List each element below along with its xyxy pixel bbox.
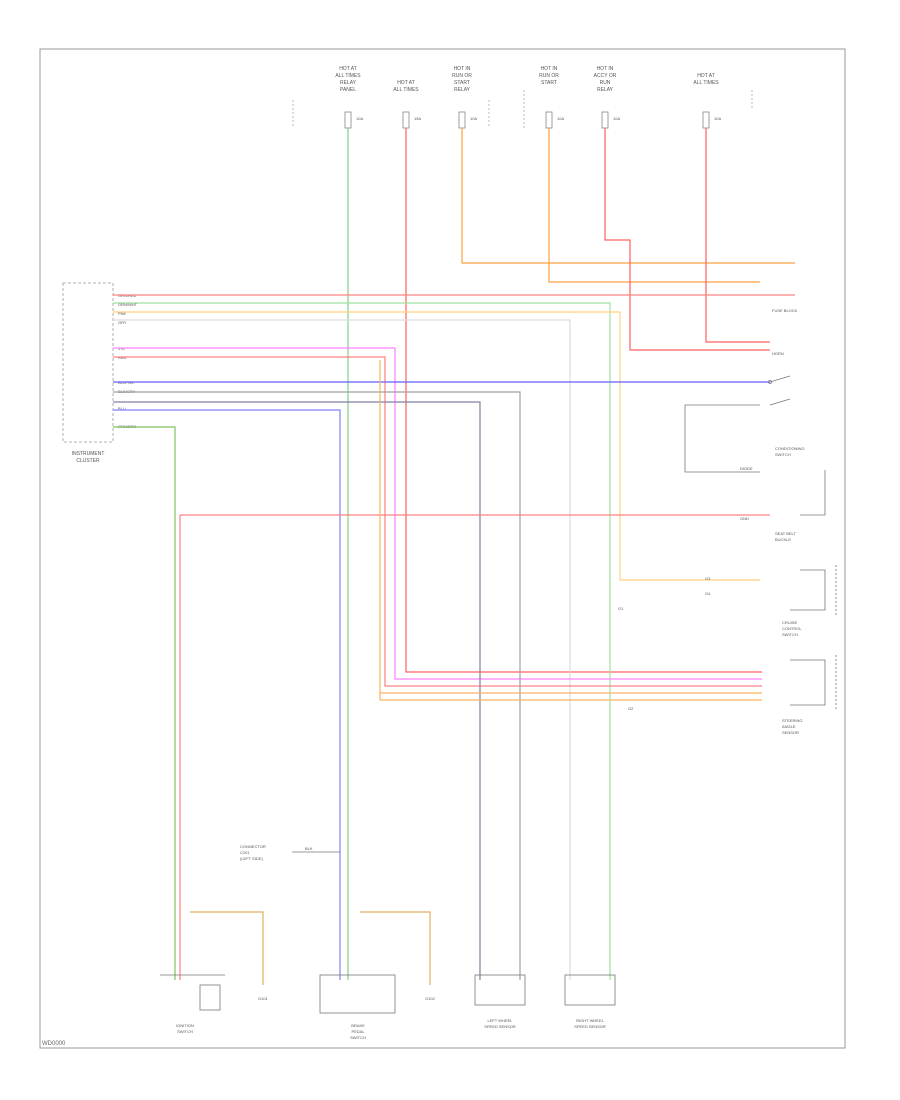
svg-text:RELAY: RELAY	[454, 87, 471, 93]
svg-text:GRY: GRY	[118, 320, 127, 325]
svg-text:G4: G4	[705, 591, 711, 596]
svg-text:BRAKE: BRAKE	[351, 1023, 365, 1028]
svg-text:SWITCH: SWITCH	[350, 1035, 366, 1040]
svg-text:ACCY OR: ACCY OR	[594, 73, 617, 79]
svg-text:BLK: BLK	[305, 846, 313, 851]
svg-text:ALL TIMES: ALL TIMES	[393, 87, 419, 93]
svg-text:(LEFT SIDE): (LEFT SIDE)	[240, 856, 263, 861]
svg-text:SEAT BELT: SEAT BELT	[775, 531, 796, 536]
svg-text:START: START	[541, 80, 557, 86]
diagram-frame	[39, 48, 846, 1049]
svg-text:PNK: PNK	[118, 311, 127, 316]
svg-text:G2: G2	[628, 706, 634, 711]
svg-text:CONDITIONING: CONDITIONING	[775, 446, 805, 451]
module-label-line2: CLUSTER	[76, 458, 100, 464]
svg-text:SPEED SENSOR: SPEED SENSOR	[484, 1024, 516, 1029]
svg-text:SPEED SENSOR: SPEED SENSOR	[574, 1024, 606, 1029]
svg-text:HOT IN: HOT IN	[541, 66, 558, 72]
svg-text:15A: 15A	[414, 116, 421, 121]
svg-text:CONNECTOR: CONNECTOR	[240, 844, 266, 849]
svg-text:LEFT WHEEL: LEFT WHEEL	[487, 1018, 513, 1023]
svg-text:G102: G102	[425, 996, 436, 1001]
svg-text:ANGLE: ANGLE	[782, 724, 796, 729]
svg-text:GRN/WHT: GRN/WHT	[118, 302, 138, 307]
svg-text:DIODE: DIODE	[740, 466, 753, 471]
svg-text:RUN: RUN	[600, 80, 611, 86]
svg-text:IGNITION: IGNITION	[176, 1023, 194, 1028]
svg-text:PANEL: PANEL	[340, 87, 356, 93]
svg-text:10A: 10A	[470, 116, 477, 121]
svg-text:CONTROL: CONTROL	[782, 626, 802, 631]
svg-text:CRUISE: CRUISE	[782, 620, 797, 625]
svg-text:PEDAL: PEDAL	[351, 1029, 365, 1034]
frame-code: WD0000	[42, 1041, 66, 1047]
top-fuse-5: HOT IN ACCY OR RUN RELAY 10A	[594, 66, 620, 129]
svg-text:RELAY: RELAY	[340, 80, 357, 86]
svg-text:BLU: BLU	[118, 406, 126, 411]
svg-text:FUSE BLOCK: FUSE BLOCK	[772, 308, 798, 313]
top-fuse-4: HOT IN RUN OR START 10A	[539, 66, 564, 129]
svg-text:10A: 10A	[557, 116, 564, 121]
svg-text:SENSOR: SENSOR	[782, 730, 799, 735]
svg-text:BUCKLE: BUCKLE	[775, 537, 791, 542]
top-fuse-3: HOT IN RUN OR START RELAY 10A	[452, 66, 477, 129]
top-fuse-6: HOT AT ALL TIMES 10A	[693, 73, 721, 129]
svg-text:GND: GND	[740, 516, 749, 521]
svg-text:G1: G1	[618, 606, 624, 611]
svg-text:G101: G101	[258, 996, 269, 1001]
instrument-cluster-module	[62, 282, 114, 443]
svg-text:RELAY: RELAY	[597, 87, 614, 93]
svg-text:RUN OR: RUN OR	[452, 73, 472, 79]
svg-text:RIGHT WHEEL: RIGHT WHEEL	[576, 1018, 604, 1023]
svg-text:SWITCH: SWITCH	[177, 1029, 193, 1034]
svg-text:HOT AT: HOT AT	[697, 73, 715, 79]
svg-text:SWITCH: SWITCH	[775, 452, 791, 457]
svg-text:10A: 10A	[613, 116, 620, 121]
top-fuse-1: HOT AT ALL TIMES RELAY PANEL 10A	[335, 66, 363, 129]
wires-module	[113, 294, 795, 980]
right-components	[684, 375, 837, 710]
svg-text:HOT IN: HOT IN	[454, 66, 471, 72]
svg-text:HOT IN: HOT IN	[597, 66, 614, 72]
svg-text:C201: C201	[240, 850, 250, 855]
svg-text:ALL TIMES: ALL TIMES	[693, 80, 719, 86]
svg-text:HOT AT: HOT AT	[397, 80, 415, 86]
bottom-labels: IGNITION SWITCH G101 BRAKE PEDAL SWITCH …	[176, 996, 606, 1040]
svg-text:10A: 10A	[356, 116, 363, 121]
svg-text:HOT AT: HOT AT	[339, 66, 357, 72]
module-pin-labels: GRN/RED GRN/WHT PNK GRY VIO RED BLU/YEL …	[118, 293, 138, 429]
svg-text:RUN OR: RUN OR	[539, 73, 559, 79]
svg-text:SWITCH: SWITCH	[782, 632, 798, 637]
svg-text:START: START	[454, 80, 470, 86]
svg-text:HORN: HORN	[772, 351, 784, 356]
svg-text:10A: 10A	[714, 116, 721, 121]
svg-text:STEERING: STEERING	[782, 718, 802, 723]
module-label-line1: INSTRUMENT	[72, 451, 105, 457]
right-labels: FUSE BLOCK HORN CONDITIONING SWITCH SEAT…	[618, 308, 805, 735]
wires-top	[347, 128, 795, 980]
middle-note: CONNECTOR C201 (LEFT SIDE) BLK	[240, 844, 340, 861]
top-fuse-2: HOT AT ALL TIMES 15A	[393, 80, 421, 129]
svg-text:G3: G3	[705, 576, 711, 581]
bottom-components	[160, 911, 616, 1014]
svg-text:ALL TIMES: ALL TIMES	[335, 73, 361, 79]
